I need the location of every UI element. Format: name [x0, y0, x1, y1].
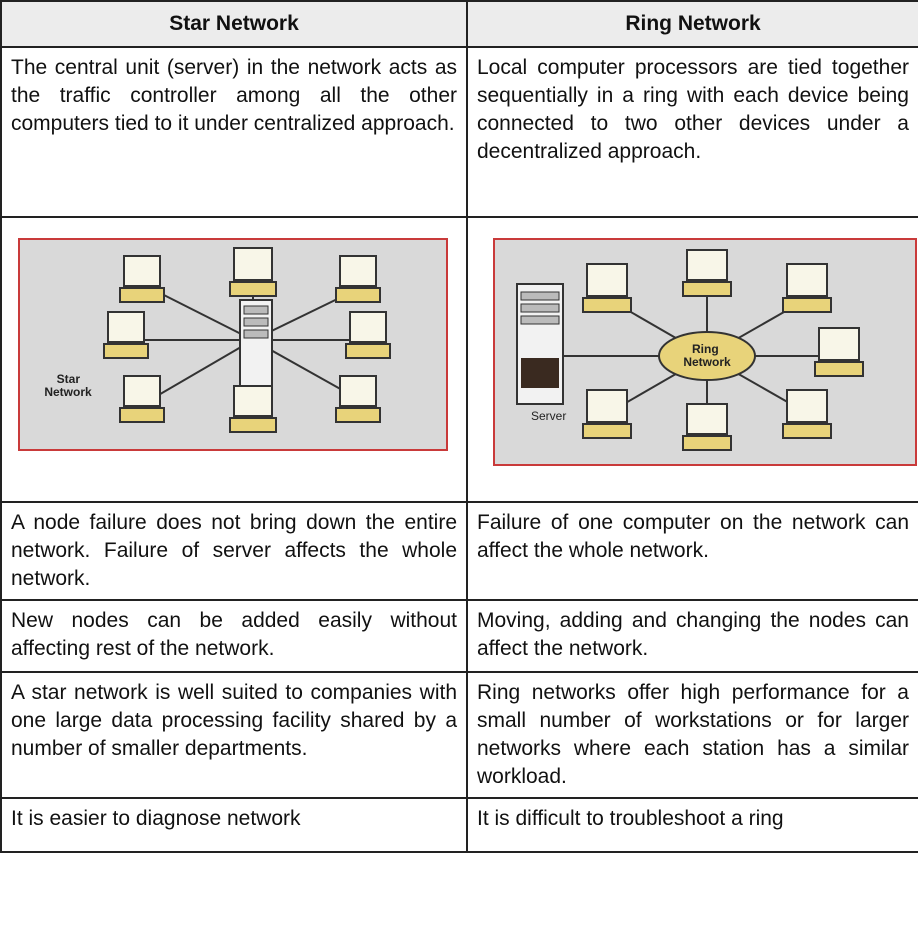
ring-failure: Failure of one computer on the network c…	[466, 501, 918, 601]
ring-label-line1: Ring	[692, 342, 719, 356]
star-nodes: New nodes can be added easily without af…	[0, 599, 468, 673]
star-suitability: A star network is well suited to compani…	[0, 671, 468, 799]
star-network-diagram: Star Network	[18, 238, 448, 451]
star-diagram-cell: Star Network	[0, 216, 468, 503]
star-label-line1: Star	[57, 372, 81, 386]
server-label: Server	[531, 409, 566, 423]
ring-definition: Local computer processors are tied toget…	[466, 46, 918, 218]
table-row: New nodes can be added easily without af…	[0, 599, 918, 673]
svg-text:Star Network: Star Network	[44, 372, 92, 399]
ring-suitability: Ring networks offer high performance for…	[466, 671, 918, 799]
ring-network-diagram: Ring Network Server	[493, 238, 917, 466]
server-tower	[516, 283, 564, 405]
header-ring: Ring Network	[466, 0, 918, 48]
ring-diagnosis: It is difficult to troubleshoot a ring	[466, 797, 918, 853]
ring-label-line2: Network	[683, 355, 731, 369]
header-star: Star Network	[0, 0, 468, 48]
table-row: A star network is well suited to compani…	[0, 671, 918, 799]
table-row: It is easier to diagnose network It is d…	[0, 797, 918, 853]
star-failure: A node failure does not bring down the e…	[0, 501, 468, 601]
star-label-line2: Network	[44, 385, 92, 399]
ring-diagram-cell: Ring Network Server	[466, 216, 918, 503]
comparison-table: Star Network Ring Network The central un…	[0, 0, 918, 853]
table-row: A node failure does not bring down the e…	[0, 501, 918, 601]
svg-text:Ring Network: Ring Network	[683, 342, 731, 369]
star-diagnosis: It is easier to diagnose network	[0, 797, 468, 853]
star-definition: The central unit (server) in the network…	[0, 46, 468, 218]
diagram-row: Star Network	[0, 216, 918, 503]
header-row: Star Network Ring Network	[0, 0, 918, 48]
ring-nodes: Moving, adding and changing the nodes ca…	[466, 599, 918, 673]
table-row: The central unit (server) in the network…	[0, 46, 918, 218]
